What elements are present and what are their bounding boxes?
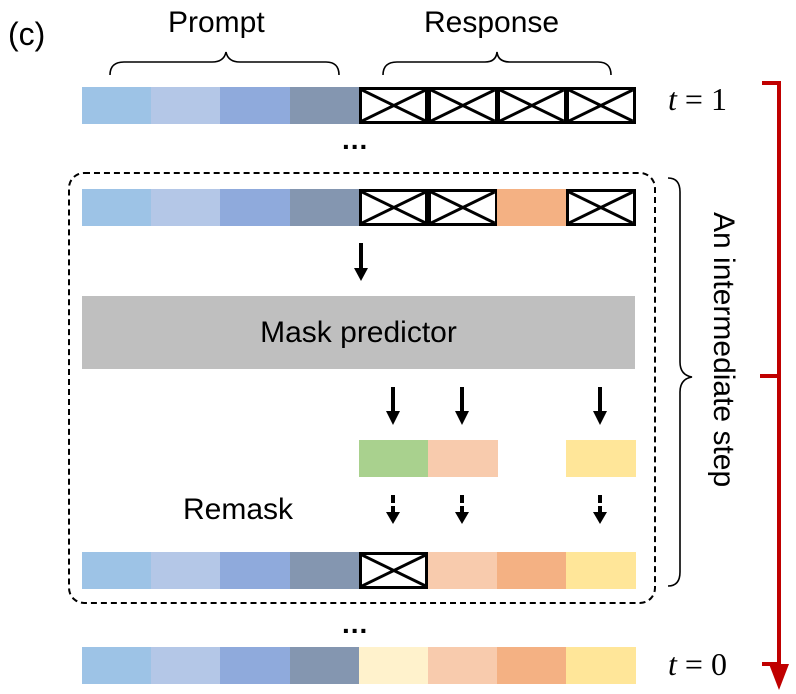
prompt-token	[289, 189, 360, 226]
response-label: Response	[424, 6, 560, 39]
response-token-cream	[358, 647, 429, 684]
time-start-var: t	[668, 81, 677, 117]
mask-token	[358, 87, 429, 124]
remask-label: Remask	[183, 493, 294, 526]
mask-cross-icon	[569, 192, 633, 223]
prompt-token	[82, 552, 152, 589]
mask-predictor-label: Mask predictor	[260, 315, 457, 349]
response-token-light-orange	[428, 440, 498, 477]
response-token-green	[358, 440, 429, 477]
intermediate-step-brace	[667, 177, 693, 587]
mask-cross-icon	[569, 90, 633, 121]
prompt-token	[220, 189, 291, 226]
response-token-orange	[497, 189, 567, 226]
mask-cross-icon	[431, 90, 495, 121]
arrow-remask-2	[455, 495, 469, 524]
prompt-token	[151, 87, 221, 124]
prompt-token	[151, 189, 221, 226]
mask-token	[428, 189, 498, 226]
panel-label: (c)	[8, 16, 46, 52]
prompt-token	[82, 189, 152, 226]
intermediate-step-label: An intermediate step	[707, 212, 740, 488]
mask-token	[358, 552, 429, 589]
time-end-eq: = 0	[676, 646, 727, 682]
row-input	[82, 189, 637, 226]
mask-token	[497, 87, 567, 124]
prompt-token	[220, 552, 291, 589]
arrow-predict-2	[455, 387, 469, 425]
mask-cross-icon	[362, 192, 426, 223]
row-t1	[82, 87, 637, 124]
prompt-token	[220, 87, 291, 124]
response-brace	[382, 51, 612, 76]
prompt-token	[289, 552, 360, 589]
row-remasked	[82, 552, 637, 589]
time-start-eq: = 1	[676, 81, 727, 117]
intermediate-step-box	[68, 172, 656, 604]
arrow-to-predictor	[354, 243, 368, 281]
prompt-token	[82, 87, 152, 124]
time-end-label: t = 0	[668, 648, 727, 680]
mask-token	[566, 189, 637, 226]
prompt-token	[82, 647, 152, 684]
time-end-var: t	[668, 646, 677, 682]
arrow-predict-3	[593, 387, 607, 425]
prompt-token	[151, 647, 221, 684]
response-token-yellow	[566, 552, 637, 589]
mask-predictor-box: Mask predictor	[82, 296, 635, 369]
mask-cross-icon	[431, 192, 495, 223]
response-token-orange	[497, 647, 567, 684]
prompt-token	[289, 87, 360, 124]
mask-token	[358, 189, 429, 226]
arrow-predict-1	[386, 387, 400, 425]
response-token-orange	[497, 552, 567, 589]
mask-token	[428, 87, 498, 124]
ellipsis-top: ...	[342, 124, 369, 155]
response-token-light-orange	[428, 552, 498, 589]
timeline-arrow	[760, 81, 789, 690]
response-token-yellow	[566, 440, 637, 477]
prompt-token	[220, 647, 291, 684]
prompt-token	[151, 552, 221, 589]
row-t0	[82, 647, 637, 684]
response-token-yellow	[566, 647, 637, 684]
prompt-label: Prompt	[168, 6, 265, 39]
row-predicted	[82, 440, 637, 477]
ellipsis-bottom: ...	[342, 608, 369, 639]
arrow-remask-1	[386, 495, 400, 524]
prompt-token	[289, 647, 360, 684]
time-start-label: t = 1	[668, 83, 727, 115]
response-token-light-orange	[428, 647, 498, 684]
prompt-brace	[109, 51, 340, 76]
arrow-remask-3	[593, 495, 607, 524]
mask-cross-icon	[362, 555, 426, 586]
mask-cross-icon	[362, 90, 426, 121]
mask-token	[566, 87, 637, 124]
mask-cross-icon	[500, 90, 564, 121]
